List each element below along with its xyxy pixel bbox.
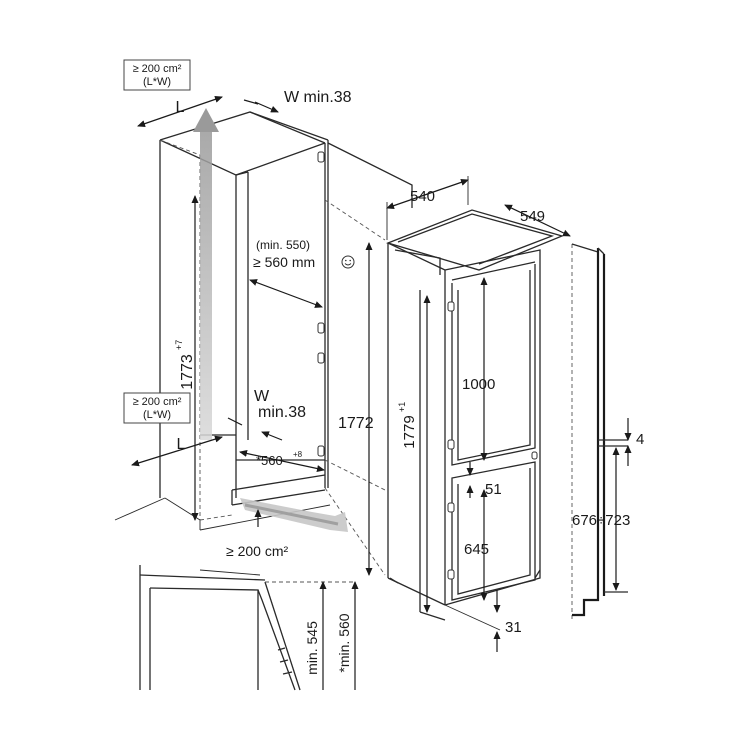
- dim-1773-sup: +7: [174, 340, 184, 350]
- dim-4-label: 4: [636, 431, 644, 448]
- dim-645-label: 645: [464, 541, 489, 558]
- smiley-icon: [341, 255, 355, 269]
- floor-air-flow: [240, 498, 348, 532]
- dim-676-723-label: 676÷723: [572, 512, 630, 529]
- dim-560-sup: +8: [293, 450, 303, 459]
- dim-min-560-label: *min. 560: [336, 613, 352, 672]
- dim-51: 51: [466, 462, 502, 498]
- dim-1000-label: 1000: [462, 376, 495, 393]
- vent-mid-line2: (L*W): [143, 409, 171, 421]
- vent-label-mid: ≥ 200 cm² (L*W): [123, 392, 191, 424]
- dim-1779-label: 1779: [401, 415, 418, 448]
- vent-top-line1: ≥ 200 cm²: [133, 63, 182, 75]
- dim-4: 4: [624, 418, 644, 466]
- dim-31-label: 31: [505, 619, 522, 636]
- dim-L-bottom-label: L: [177, 436, 186, 453]
- vent-label-top: ≥ 200 cm² (L*W): [123, 59, 191, 91]
- dim-51-label: 51: [485, 481, 502, 498]
- dim-L-top-label: L: [176, 99, 185, 116]
- dim-W-top: W min.38: [243, 89, 352, 113]
- dim-L-top: L: [137, 95, 223, 128]
- dim-645: 645: [464, 489, 489, 601]
- inset-detail: [139, 565, 355, 691]
- vent-mid-line1: ≥ 200 cm²: [133, 396, 182, 408]
- dim-549: 549: [504, 204, 571, 237]
- dim-L-bottom: L: [131, 435, 223, 467]
- dim-560-bottom: *560 +8: [239, 450, 325, 472]
- dim-W-mid: W min.38: [227, 388, 306, 441]
- dim-min-545: min. 545: [304, 581, 327, 690]
- dim-1000: 1000: [462, 277, 495, 461]
- dim-1772: 1772: [338, 242, 374, 576]
- dim-1779: 1779 +1: [397, 295, 431, 613]
- air-flow-arrow: [193, 108, 219, 440]
- dim-540: 540: [386, 176, 469, 240]
- dim-1772-label: 1772: [338, 415, 374, 432]
- dim-549-label: 549: [520, 208, 545, 225]
- dim-560-label: *560: [256, 453, 283, 468]
- dim-W-top-label: W min.38: [284, 89, 352, 106]
- dim-1773-label: 1773: [179, 354, 196, 390]
- door-section: [571, 243, 628, 622]
- ge-560-label: ≥ 560 mm: [253, 254, 315, 270]
- dim-676-723: 676÷723: [572, 447, 630, 591]
- dim-1779-sup: +1: [397, 402, 407, 412]
- vent-bottom-label: ≥ 200 cm²: [226, 543, 288, 559]
- dim-560-depth: (min. 550) ≥ 560 mm: [249, 238, 355, 308]
- dim-vent-bottom: ≥ 200 cm²: [226, 509, 288, 559]
- dim-W-mid-label: W: [254, 388, 270, 405]
- appliance: [386, 209, 564, 621]
- dim-540-label: 540: [410, 188, 435, 205]
- dim-1773: 1773 +7: [174, 195, 199, 521]
- min-550-label: (min. 550): [256, 238, 310, 252]
- dim-min-560: *min. 560: [336, 581, 359, 690]
- dim-31: 31: [444, 590, 522, 652]
- vent-top-line2: (L*W): [143, 76, 171, 88]
- dim-W-mid-min: min.38: [258, 404, 306, 421]
- dim-min-545-label: min. 545: [304, 621, 320, 675]
